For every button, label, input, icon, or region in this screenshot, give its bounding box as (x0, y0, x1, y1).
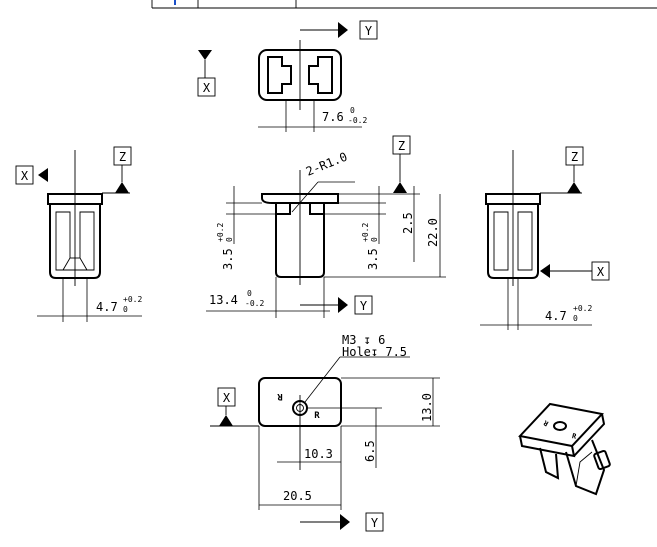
left-side-view: X Z 4.7 +0.2 0 (15, 146, 142, 322)
right-datum-z-triangle (567, 182, 581, 193)
front-datum-y-triangle (338, 297, 348, 313)
dim-bottom-height: 13.0 (420, 393, 434, 422)
svg-text:+0.2: +0.2 (123, 295, 142, 304)
svg-text:0: 0 (573, 314, 578, 323)
iso-hole (553, 421, 567, 431)
svg-text:+0.2: +0.2 (361, 223, 370, 242)
dim-hole-y: 6.5 (363, 440, 377, 462)
dim-left-side-width: 4.7 (96, 300, 118, 314)
callout-thread: M3 ↧ 6 (342, 333, 385, 347)
front-view: 2-R1.0 3.5 +0.2 0 3.5 +0.2 0 2.5 22.0 13… (206, 135, 446, 318)
title-block-fragment (151, 0, 657, 9)
svg-text:0: 0 (123, 305, 128, 314)
callout-hole: Hole↧ 7.5 (342, 345, 407, 359)
front-datum-z-triangle (393, 182, 407, 193)
front-datum-y-label: Y (360, 299, 368, 313)
bottom-view: R R M3 ↧ 6 Hole↧ 7.5 13.0 6.5 10.3 20.5 … (210, 333, 440, 532)
bottom-datum-x-triangle (219, 415, 233, 426)
svg-text:+0.2: +0.2 (216, 223, 225, 242)
svg-text:0: 0 (370, 237, 379, 242)
svg-text:+0.2: +0.2 (573, 304, 592, 313)
left-datum-z-triangle (115, 182, 129, 193)
right-side-view: Z X 4.7 +0.2 0 (480, 146, 610, 330)
svg-text:-0.2: -0.2 (245, 299, 264, 308)
datum-x-triangle (198, 50, 212, 60)
dim-front-width: 13.4 (209, 293, 238, 307)
svg-text:-0.2: -0.2 (348, 116, 367, 125)
right-datum-z-label: Z (571, 150, 578, 164)
front-datum-z-label: Z (398, 139, 405, 153)
dim-radius: 2-R1.0 (304, 150, 349, 179)
left-datum-x-triangle (38, 168, 48, 182)
svg-text:0: 0 (225, 237, 234, 242)
datum-y-triangle (338, 22, 348, 38)
iso-r-mark-2: R (571, 432, 578, 441)
right-datum-x-triangle (540, 264, 550, 278)
bottom-datum-y-label: Y (371, 516, 379, 530)
iso-r-mark-1: R (542, 418, 550, 427)
dim-bottom-width: 20.5 (283, 489, 312, 503)
r-mark: R (314, 411, 320, 421)
dim-top-width: 7.6 (322, 110, 344, 124)
svg-text:0: 0 (247, 289, 252, 298)
left-datum-x-label: X (21, 169, 29, 183)
isometric-view: R R (518, 402, 611, 496)
svg-text:0: 0 (350, 106, 355, 115)
dim-right-side-width: 4.7 (545, 309, 567, 323)
dim-hole-x: 10.3 (304, 447, 333, 461)
bottom-datum-y-triangle (340, 514, 350, 530)
dim-front-slot-right: 3.5 (366, 248, 380, 270)
top-view: Y X 7.6 0 -0.2 (197, 20, 378, 132)
right-datum-x-label: X (597, 265, 605, 279)
dim-front-top-thickness: 2.5 (401, 212, 415, 234)
dim-front-slot-left: 3.5 (221, 248, 235, 270)
bottom-datum-x-label: X (223, 391, 231, 405)
r-mark-mirrored: R (277, 391, 283, 401)
dim-front-height: 22.0 (426, 218, 440, 247)
left-datum-z-label: Z (119, 150, 126, 164)
datum-y-label: Y (365, 24, 373, 38)
datum-x-label: X (203, 81, 211, 95)
